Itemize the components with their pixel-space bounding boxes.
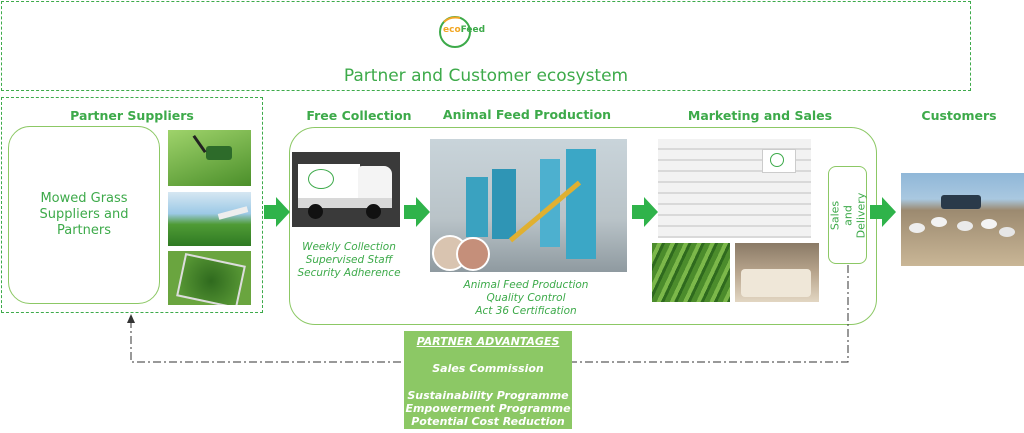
suppliers-title: Partner Suppliers	[70, 108, 194, 123]
suppliers-box: Mowed Grass Suppliers and Partners	[8, 126, 160, 304]
ecosystem-title: Partner and Customer ecosystem	[343, 66, 629, 86]
feed-bags-photo	[658, 139, 811, 238]
customers-title: Customers	[921, 108, 997, 123]
lawn-mower-photo	[168, 130, 251, 186]
partner-advantages-box: PARTNER ADVANTAGES Sales Commission Sust…	[404, 331, 572, 429]
logo-prefix: eco	[443, 25, 461, 35]
sales-delivery-box: Sales and Delivery	[828, 166, 867, 264]
ecosystem-frame	[1, 1, 971, 91]
livestock-photo	[901, 173, 1024, 266]
advantage-item: Potential Cost Reduction	[411, 415, 565, 428]
suppliers-box-text: Mowed Grass Suppliers and Partners	[39, 191, 129, 238]
advantage-item: Empowerment Programme	[405, 402, 571, 415]
marketing-title: Marketing and Sales	[687, 108, 833, 123]
production-note: Act 36 Certification	[475, 305, 577, 317]
ecofeed-logo-icon	[439, 16, 471, 48]
feed-plant-photo	[430, 139, 627, 272]
pellets-photo	[652, 243, 730, 302]
flow-arrow-icon	[870, 197, 896, 227]
collection-note: Supervised Staff	[305, 254, 393, 266]
collection-title: Free Collection	[306, 108, 412, 123]
advantage-item: Sustainability Programme	[407, 389, 569, 402]
logo-suffix: Feed	[460, 25, 486, 35]
flow-arrow-icon	[632, 197, 658, 227]
warehouse-photo	[735, 243, 819, 302]
collection-notes: Weekly Collection Supervised Staff Secur…	[290, 241, 408, 280]
collection-note: Security Adherence	[297, 267, 401, 279]
collection-note: Weekly Collection	[302, 241, 396, 253]
sales-delivery-label: Sales and Delivery	[828, 192, 868, 238]
advantage-item: Sales Commission	[432, 362, 544, 375]
sprinkler-photo	[168, 192, 251, 246]
production-note: Quality Control	[486, 292, 566, 304]
production-title: Animal Feed Production	[442, 107, 612, 122]
ecofeed-logo: ecoFeed	[438, 14, 486, 50]
grass-clippings-photo	[168, 251, 251, 305]
flow-arrow-icon	[264, 197, 290, 227]
production-notes: Animal Feed Production Quality Control A…	[440, 279, 612, 318]
flow-arrow-icon	[404, 197, 430, 227]
production-note: Animal Feed Production	[463, 279, 589, 291]
truck-photo	[292, 152, 400, 227]
advantages-title: PARTNER ADVANTAGES	[416, 335, 560, 348]
